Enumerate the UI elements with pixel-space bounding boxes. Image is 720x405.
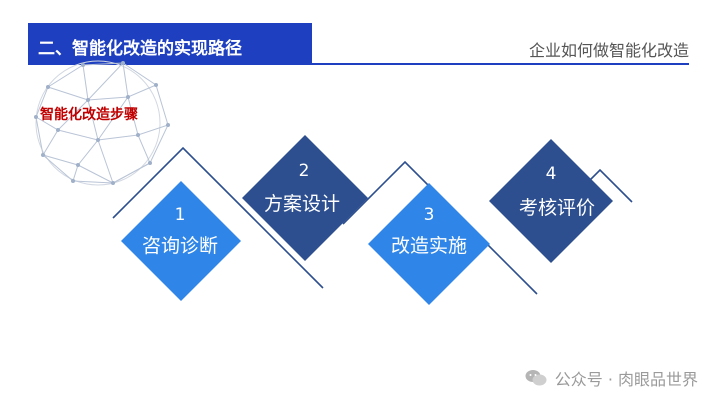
- step-1-label: 咨询诊断: [141, 235, 219, 257]
- step-1-number: 1: [174, 205, 186, 225]
- step-4-label: 考核评价: [518, 197, 596, 219]
- header-divider: [28, 63, 689, 65]
- step-4-diamond: [489, 139, 613, 263]
- step-2-diamond: [242, 135, 368, 261]
- step-1-diamond: [121, 181, 241, 301]
- step-2-label: 方案设计: [263, 193, 341, 215]
- deck-title: 企业如何做智能化改造: [528, 41, 689, 60]
- section-title: 二、智能化改造的实现路径: [38, 39, 242, 59]
- watermark: 公众号 · 肉眼品世界: [525, 366, 698, 390]
- steps-heading: 智能化改造步骤: [40, 107, 138, 123]
- watermark-text: 公众号 · 肉眼品世界: [554, 370, 698, 389]
- step-3-label: 改造实施: [390, 235, 468, 257]
- step-2-number: 2: [298, 161, 310, 181]
- wechat-icon: [525, 370, 547, 386]
- step-3-number: 3: [423, 205, 435, 225]
- step-4-number: 4: [545, 164, 557, 184]
- step-3-diamond: [368, 183, 490, 305]
- section-title-bar: [28, 23, 312, 63]
- polyhedron-sphere-icon: [34, 60, 170, 186]
- connector-line-1: [112, 146, 324, 289]
